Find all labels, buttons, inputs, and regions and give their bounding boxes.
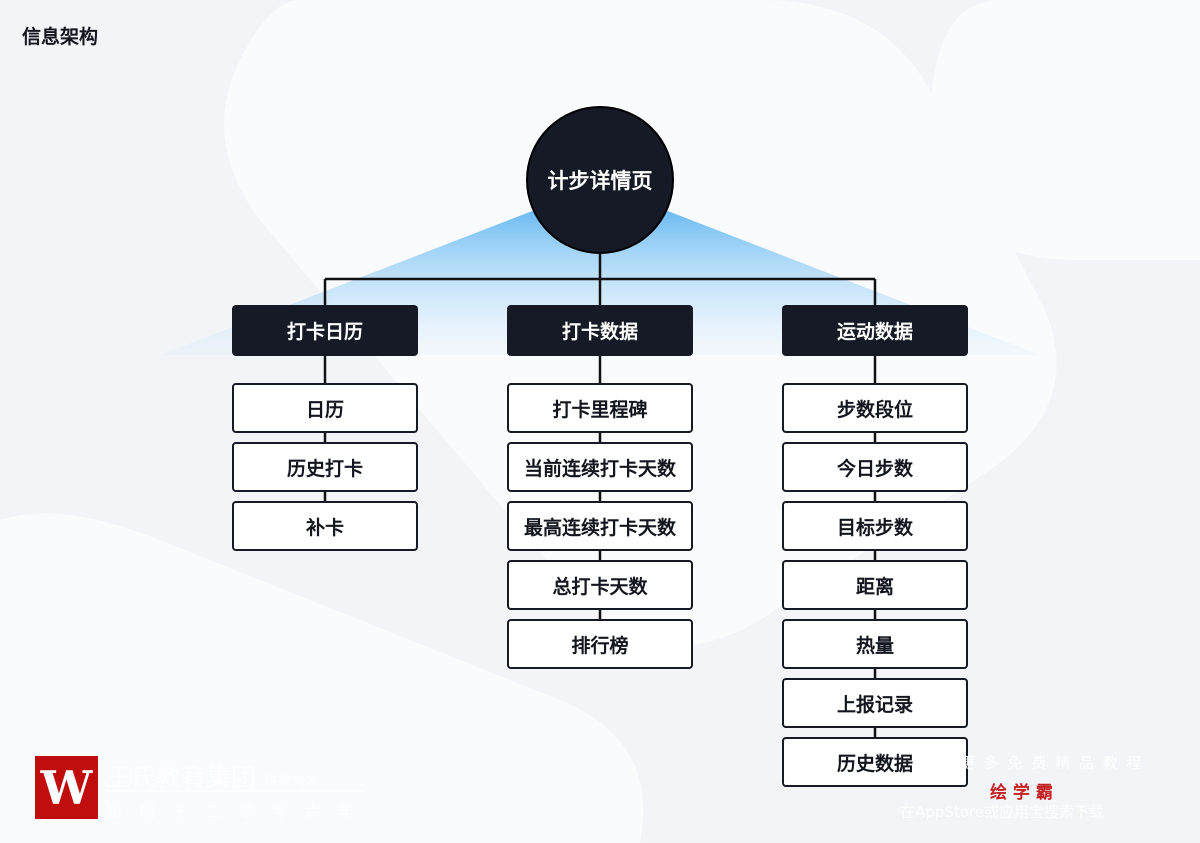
leaf-node: 总打卡天数 (507, 560, 693, 610)
column-2: 打卡数据打卡里程碑当前连续打卡天数最高连续打卡天数总打卡天数排行榜 (507, 305, 693, 669)
leaf-node: 历史数据 (782, 737, 968, 787)
page-title: 信息架构 (22, 26, 99, 48)
watermark-divider (106, 790, 364, 792)
leaf-node: 距离 (782, 560, 968, 610)
leaf-node: 热量 (782, 619, 968, 669)
category-node: 打卡日历 (232, 305, 418, 356)
category-node: 打卡数据 (507, 305, 693, 356)
watermark-brand: 绘 学 霸 (990, 783, 1053, 803)
leaf-node: 日历 (232, 383, 418, 433)
leaf-node: 目标步数 (782, 501, 968, 551)
brand-logo: W (35, 756, 98, 819)
leaf-node: 步数段位 (782, 383, 968, 433)
leaf-node: 补卡 (232, 501, 418, 551)
leaf-node: 打卡里程碑 (507, 383, 693, 433)
leaf-node: 今日步数 (782, 442, 968, 492)
watermark-more: 更 多 免 费 精 品 教 程 (960, 754, 1144, 772)
watermark-company: 王氏教育集团 讲究为本 (106, 763, 320, 792)
column-3: 运动数据步数段位今日步数目标步数距离热量上报记录历史数据 (782, 305, 968, 787)
watermark-download: 在AppStore或应用宝搜索下载 (900, 803, 1104, 821)
leaf-node: 排行榜 (507, 619, 693, 669)
leaf-node: 最高连续打卡天数 (507, 501, 693, 551)
leaf-node: 历史打卡 (232, 442, 418, 492)
watermark-slogan: 始 创 于 二 零 零 六 年 (106, 802, 360, 821)
bg-shape (0, 513, 644, 843)
category-node: 运动数据 (782, 305, 968, 356)
root-node: 计步详情页 (526, 106, 674, 254)
column-1: 打卡日历日历历史打卡补卡 (232, 305, 418, 551)
leaf-node: 上报记录 (782, 678, 968, 728)
leaf-node: 当前连续打卡天数 (507, 442, 693, 492)
bg-shape (930, 0, 1200, 260)
